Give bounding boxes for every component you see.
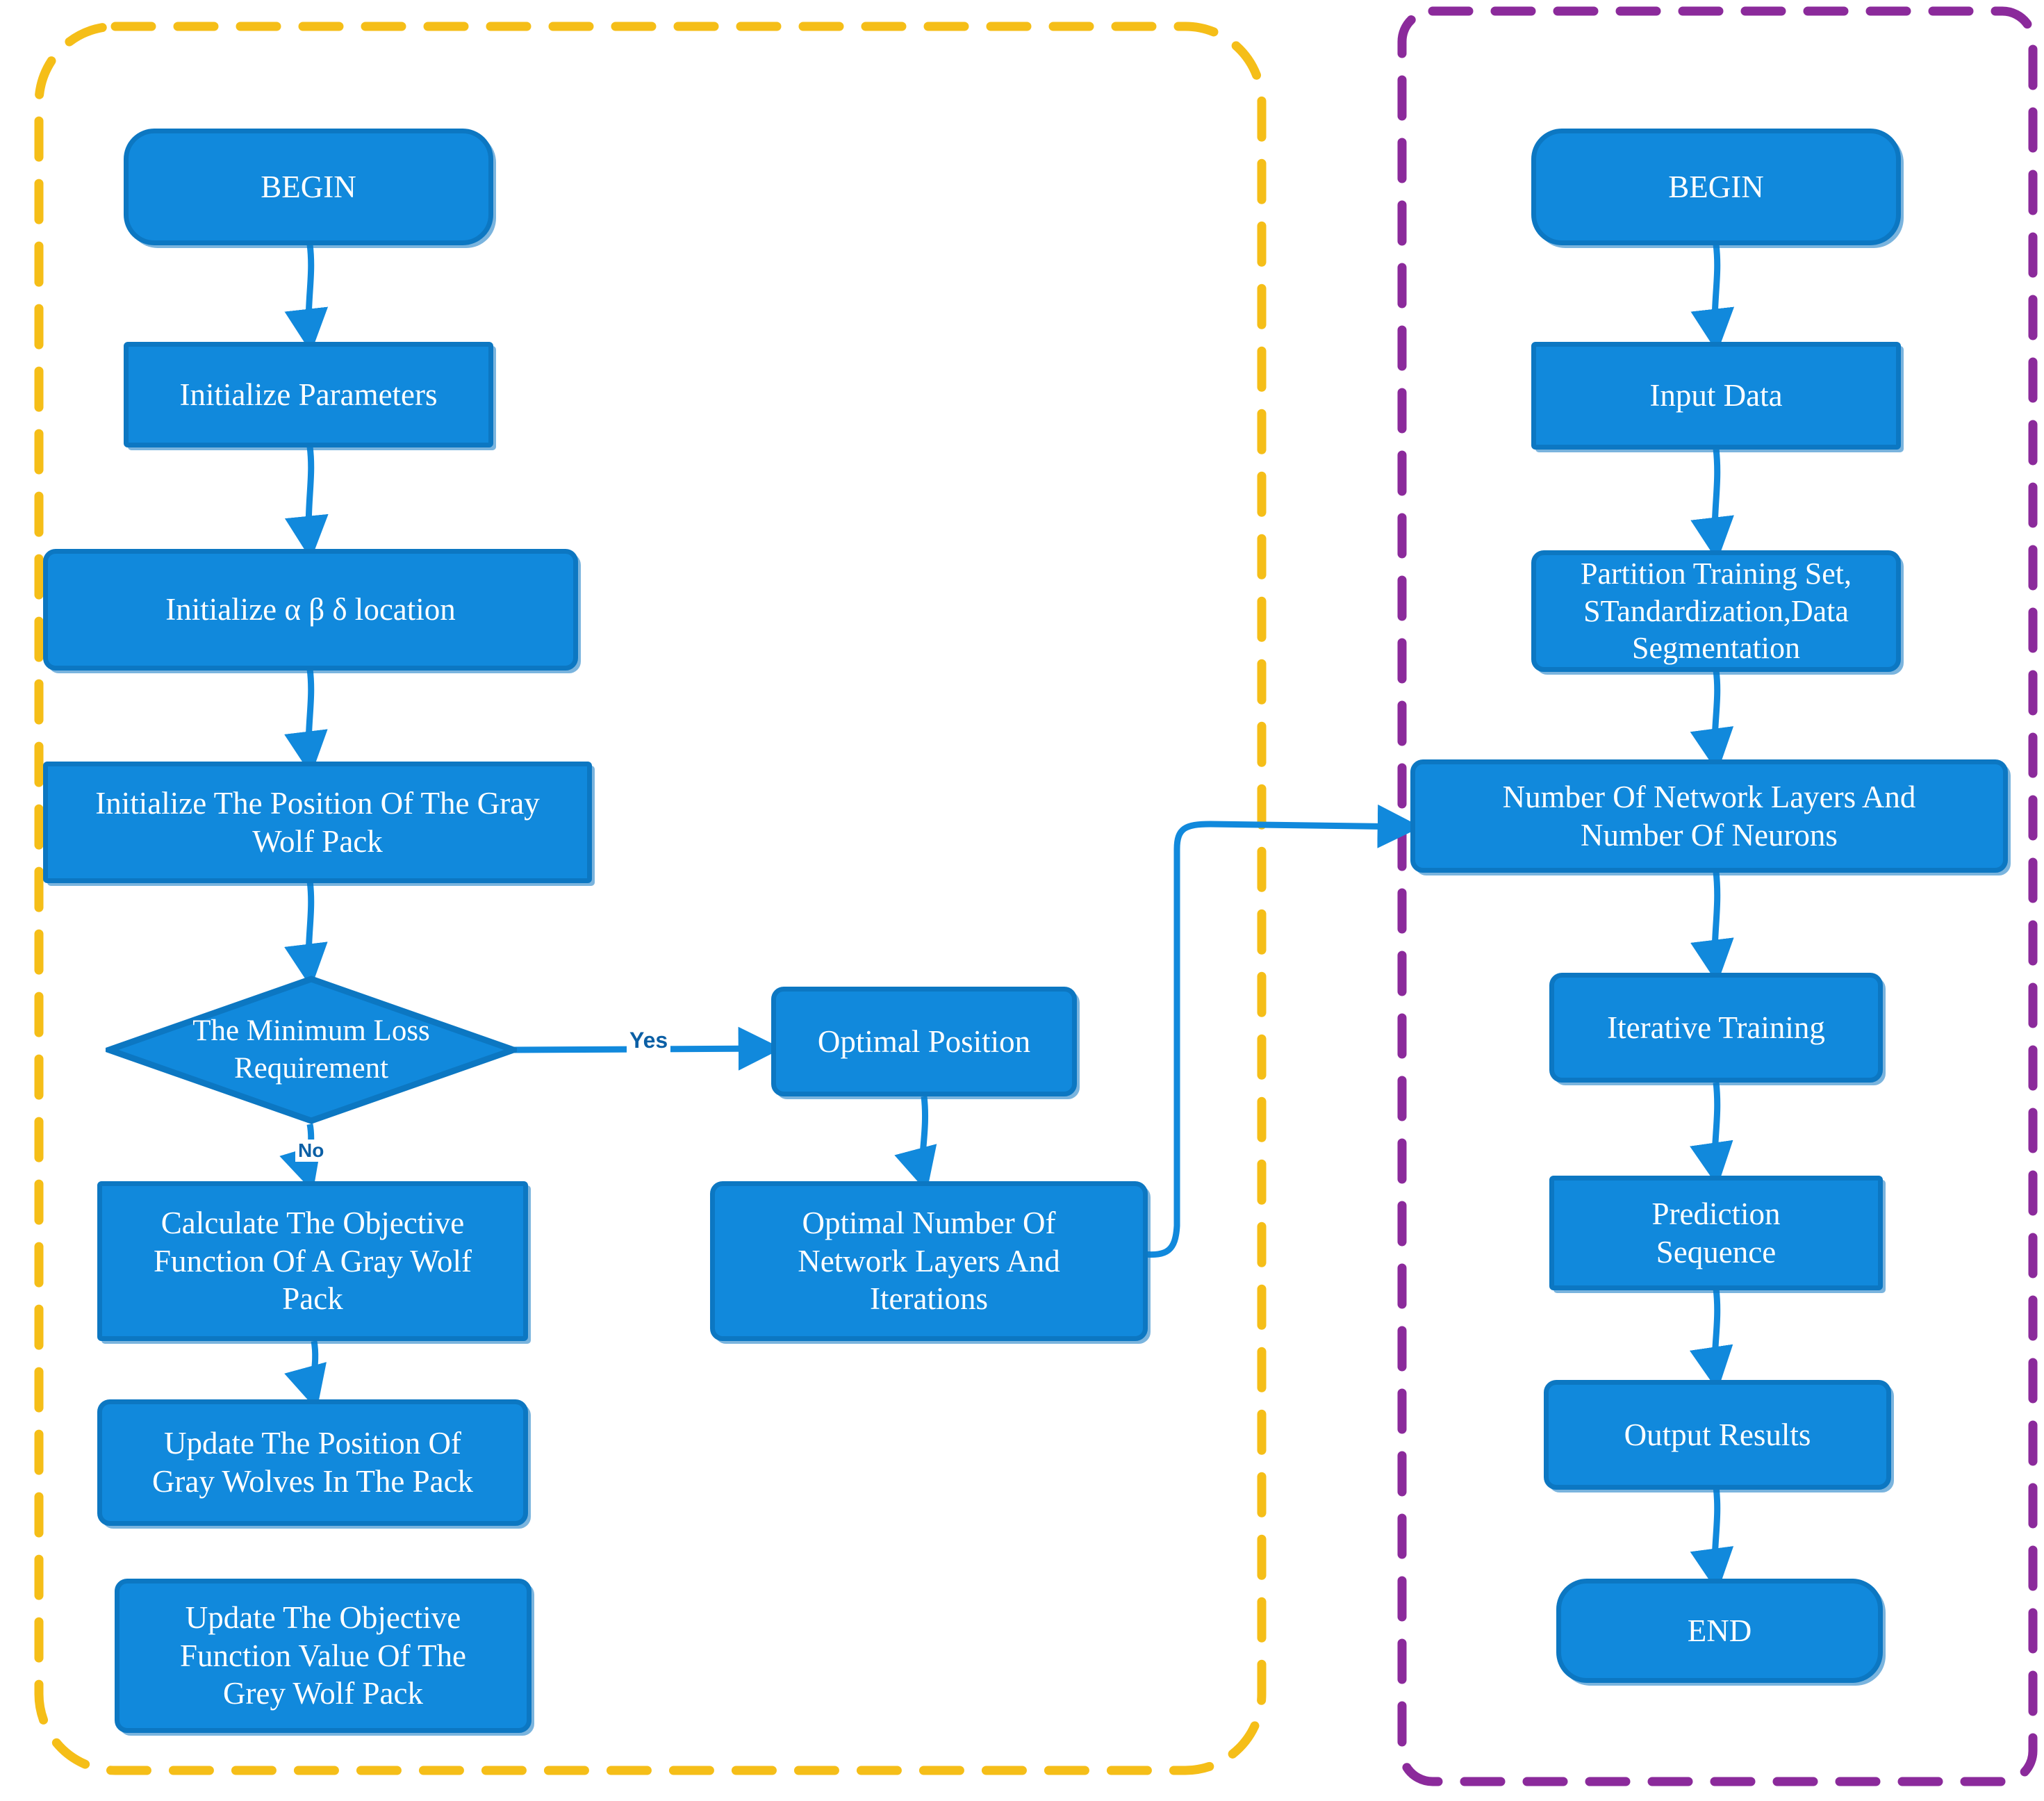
diamond-shape (106, 976, 517, 1124)
node-optimal-number[interactable]: Optimal Number Of Network Layers And Ite… (710, 1181, 1148, 1341)
node-label: Iterative Training (1607, 1010, 1825, 1045)
node-init-alpha-beta-delta[interactable]: Initialize α β δ location (43, 549, 578, 671)
node-label: END (1687, 1613, 1752, 1648)
node-label: Optimal Position (817, 1023, 1031, 1059)
edge-label-no: No (295, 1140, 327, 1162)
edge-init-params-to-abd (284, 446, 329, 560)
node-init-position[interactable]: Initialize The Position Of The Gray Wolf… (43, 762, 592, 883)
node-label: Update The Objective Function Value Of T… (179, 1599, 467, 1711)
node-label: Number Of Network Layers And Number Of N… (1502, 779, 1916, 853)
node-label: BEGIN (1668, 169, 1764, 204)
node-partition-training-set[interactable]: Partition Training Set, STandardization,… (1531, 550, 1901, 672)
edge-begin-to-init-params (284, 244, 329, 353)
edge-calc-to-update-position (284, 1340, 327, 1411)
edge-begin-right-to-input-data (1690, 244, 1735, 353)
edge-prediction-to-output (1690, 1288, 1733, 1391)
node-update-objective-value[interactable]: Update The Objective Function Value Of T… (115, 1579, 531, 1733)
edge-input-data-to-partition (1690, 448, 1734, 561)
edge-label-yes: Yes (627, 1028, 671, 1053)
node-optimal-position[interactable]: Optimal Position (771, 987, 1077, 1096)
node-calculate-objective[interactable]: Calculate The Objective Function Of A Gr… (97, 1181, 528, 1341)
node-label: Update The Position Of Gray Wolves In Th… (151, 1426, 474, 1499)
node-init-params[interactable]: Initialize Parameters (124, 342, 493, 447)
node-output-results[interactable]: Output Results (1544, 1380, 1891, 1490)
edge-output-to-end (1690, 1486, 1734, 1593)
node-begin-right[interactable]: BEGIN (1531, 129, 1901, 245)
node-label: BEGIN (261, 169, 356, 204)
node-label: Initialize Parameters (179, 377, 438, 412)
node-label: Optimal Number Of Network Layers And Ite… (798, 1205, 1060, 1317)
edge-partition-to-network-layers (1690, 670, 1734, 773)
node-input-data[interactable]: Input Data (1531, 342, 1901, 450)
edge-abd-to-init-position (284, 668, 328, 775)
node-network-layers-neurons[interactable]: Number Of Network Layers And Number Of N… (1410, 759, 2008, 873)
node-label: Input Data (1649, 378, 1783, 413)
node-update-position[interactable]: Update The Position Of Gray Wolves In Th… (97, 1399, 528, 1526)
node-end-right[interactable]: END (1556, 1579, 1883, 1683)
edge-iterative-to-prediction (1690, 1082, 1733, 1187)
node-label: Prediction Sequence (1651, 1196, 1781, 1269)
edge-optimal-number-to-network-layers (1142, 804, 1421, 1258)
node-begin-left[interactable]: BEGIN (124, 129, 493, 245)
node-prediction-sequence[interactable]: Prediction Sequence (1549, 1176, 1883, 1290)
node-label: Output Results (1624, 1417, 1811, 1452)
edge-optimal-position-to-optimal-number (894, 1096, 937, 1192)
node-label: Calculate The Objective Function Of A Gr… (153, 1205, 472, 1317)
node-label: Partition Training Set, STandardization,… (1581, 557, 1852, 666)
node-iterative-training[interactable]: Iterative Training (1549, 973, 1883, 1083)
left-group-border (34, 22, 1267, 1775)
edge-network-layers-to-iterative (1690, 871, 1734, 984)
node-label: Initialize The Position Of The Gray Wolf… (95, 785, 540, 859)
edge-init-position-to-decision (284, 880, 328, 988)
node-label: Initialize α β δ location (165, 592, 456, 627)
node-min-loss-decision[interactable]: The Minimum Loss Requirement (106, 976, 517, 1124)
right-group-border (1397, 6, 2038, 1786)
